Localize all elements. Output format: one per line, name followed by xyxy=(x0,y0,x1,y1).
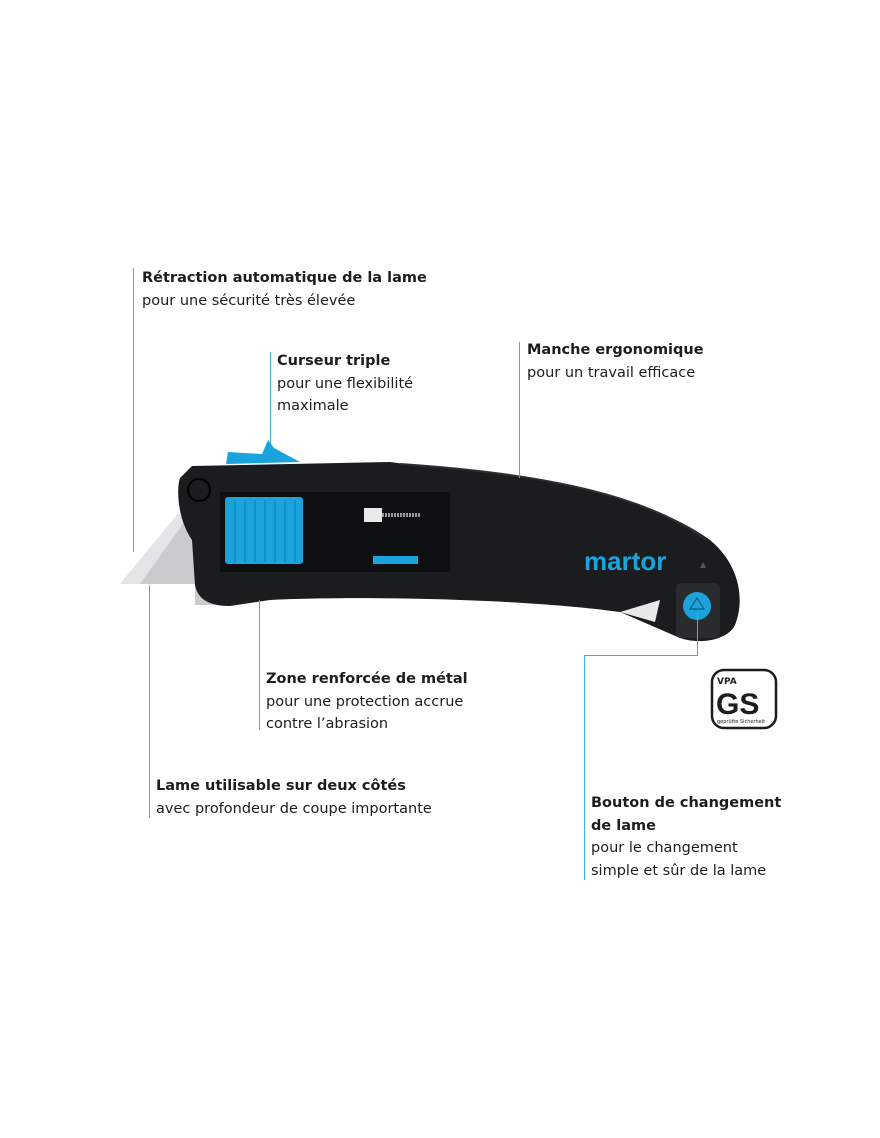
callout-triple-slider: Curseur triple pour une flexibilité maxi… xyxy=(277,350,413,418)
callout-text: pour une flexibilité xyxy=(277,375,414,392)
gs-logo-sub: geprüfte Sicherheit xyxy=(717,719,765,725)
callout-title: Lame utilisable sur deux côtés xyxy=(156,778,406,794)
callout-text: avec profondeur de coupe importante xyxy=(156,800,432,817)
callout-double-sided-blade: Lame utilisable sur deux côtés avec prof… xyxy=(156,775,432,820)
leader-line xyxy=(584,655,698,656)
callout-text: maximale xyxy=(277,398,349,414)
callout-title: Curseur triple xyxy=(277,353,391,369)
callout-text: pour un travail efficace xyxy=(527,364,696,381)
callout-title: de lame xyxy=(591,817,656,834)
callout-text: pour une protection accrue xyxy=(266,693,464,710)
slider-grip[interactable] xyxy=(225,497,303,564)
callout-metal-zone: Zone renforcée de métal pour une protect… xyxy=(266,668,468,736)
callout-text: pour le changement xyxy=(591,840,738,856)
martor-logo: martor xyxy=(584,546,666,576)
gs-certification-logo: VPA GS geprüfte Sicherheit xyxy=(710,668,778,730)
slider-tab[interactable] xyxy=(226,440,300,464)
callout-text: simple et sûr de la lame xyxy=(591,862,767,879)
leader-line xyxy=(149,585,150,818)
callout-blade-change-button: Bouton de changement de lame pour le cha… xyxy=(591,792,781,882)
callout-blade-retraction: Rétraction automatique de la lame pour u… xyxy=(142,267,427,312)
callout-text: contre l’abrasion xyxy=(266,716,389,732)
callout-title: Manche ergonomique xyxy=(527,342,704,358)
leader-line xyxy=(259,600,260,730)
svg-text:▲: ▲ xyxy=(700,560,707,569)
callout-title: Bouton de changement xyxy=(591,795,782,811)
callout-title: Rétraction automatique de la lame xyxy=(142,270,427,286)
gs-logo-top: VPA xyxy=(717,677,737,687)
leader-line xyxy=(584,655,585,880)
leader-line xyxy=(519,342,520,478)
gs-logo-main: GS xyxy=(716,688,759,721)
leader-line xyxy=(133,268,134,552)
callout-ergonomic-handle: Manche ergonomique pour un travail effic… xyxy=(527,339,704,384)
blade-change-button[interactable] xyxy=(683,592,711,620)
leader-line xyxy=(697,612,698,656)
callout-text: pour une sécurité très élevée xyxy=(142,292,356,309)
callout-title: Zone renforcée de métal xyxy=(266,671,468,687)
leader-line xyxy=(270,352,271,444)
